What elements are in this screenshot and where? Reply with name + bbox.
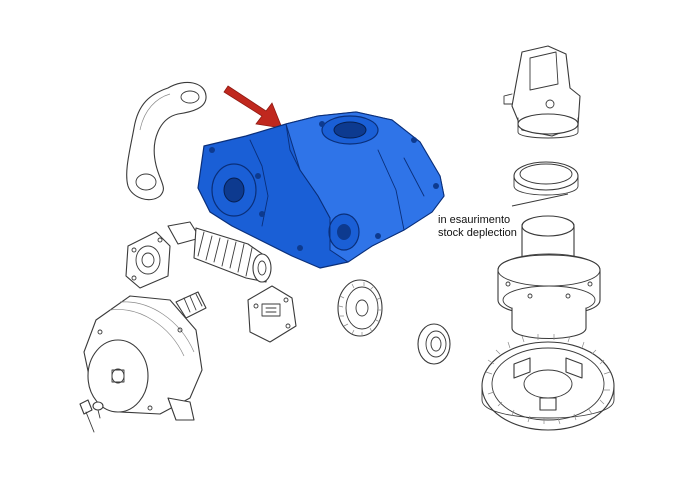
spur-gear-part[interactable] [337, 279, 383, 337]
electric-motor-part[interactable] [83, 291, 207, 421]
annotation-leader-line [511, 193, 569, 207]
annotation-line-english: stock deplection [438, 227, 517, 239]
large-ring-gear-part[interactable] [481, 334, 615, 431]
hub-assembly-part[interactable] [497, 215, 601, 339]
fork-bracket-part[interactable] [503, 45, 581, 139]
annotation-line-italian: in esaurimento [438, 214, 511, 226]
screw-parts[interactable] [79, 399, 104, 433]
crank-arm-part[interactable] [126, 81, 207, 201]
stock-deplection-annotation: in esaurimento stock deplection [438, 214, 517, 240]
ring-part[interactable] [513, 161, 579, 196]
pointer-arrow [223, 85, 283, 129]
ball-bearing-part[interactable] [417, 323, 451, 365]
gearbox-housing-highlighted[interactable] [197, 111, 445, 269]
cover-plate-part[interactable] [247, 285, 297, 343]
square-flange-part[interactable] [125, 231, 171, 289]
worm-shaft-part[interactable] [167, 221, 272, 283]
